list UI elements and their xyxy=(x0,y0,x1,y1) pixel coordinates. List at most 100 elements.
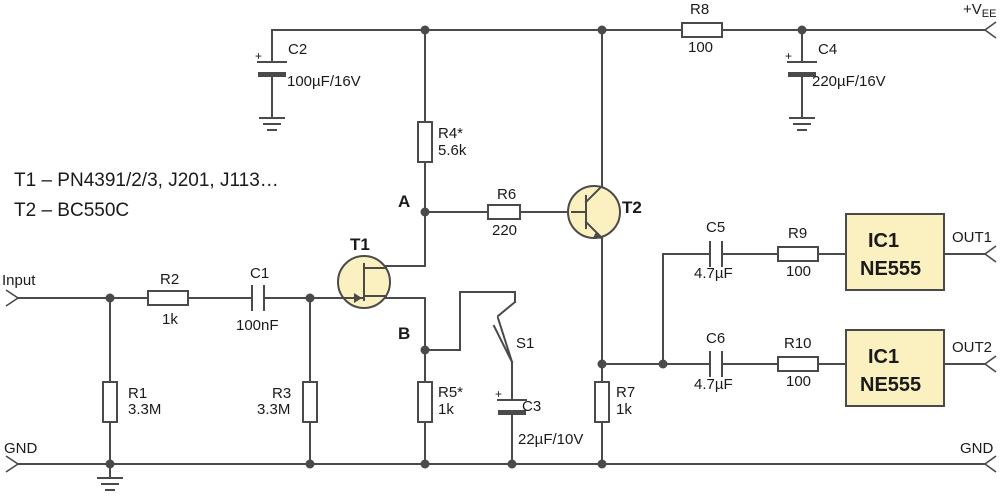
r7-ref: R7 xyxy=(616,384,635,401)
c5-ref: C5 xyxy=(706,219,725,236)
node-a-label: A xyxy=(398,192,410,211)
r10-ref: R10 xyxy=(784,335,812,352)
c2-ref: C2 xyxy=(288,41,307,58)
wires xyxy=(17,29,986,479)
ic1b-part: NE555 xyxy=(860,374,921,396)
drain-column xyxy=(385,29,426,267)
r9-value: 100 xyxy=(786,263,811,280)
transistor-t2 xyxy=(567,184,621,240)
r1-value: 3.3M xyxy=(128,401,161,418)
r8-value: 100 xyxy=(688,39,713,56)
c4-ref: C4 xyxy=(818,41,837,58)
c1-ref: C1 xyxy=(250,265,269,282)
resistor-r1 xyxy=(102,381,118,423)
transistor-t1 xyxy=(337,255,391,309)
resistor-r2 xyxy=(147,290,189,306)
resistor-r3 xyxy=(302,381,318,423)
r10-value: 100 xyxy=(786,373,811,390)
notes: T1 – PN4391/2/3, J201, J113… T2 – BC550C xyxy=(14,170,279,221)
ground-icon-r1 xyxy=(97,477,123,491)
s1-label: S1 xyxy=(516,335,534,352)
b-to-switch xyxy=(424,291,516,351)
ic1b-ref: IC1 xyxy=(868,346,899,368)
node-b-label: B xyxy=(398,324,410,343)
resistor-r9 xyxy=(777,246,819,262)
r2-ref: R2 xyxy=(160,271,179,288)
resistor-r4 xyxy=(417,121,433,163)
c4-plus: + xyxy=(785,49,792,63)
polarity-marks: + + + xyxy=(255,49,792,401)
gnd-right-terminal xyxy=(983,455,997,473)
capacitors xyxy=(251,61,817,415)
out2-label: OUT2 xyxy=(952,339,992,356)
r2-value: 1k xyxy=(162,311,178,328)
t1-gate-arrow xyxy=(354,293,362,303)
r4-ref: R4* xyxy=(438,125,463,142)
resistor-r7 xyxy=(594,381,610,423)
ic1a-block xyxy=(845,213,945,291)
vee-label-main: +V xyxy=(963,1,982,18)
resistors xyxy=(102,22,819,423)
resistor-r8 xyxy=(681,22,723,38)
resistor-r6 xyxy=(487,204,521,220)
component-labels: R2 1k C1 100nF R1 3.3M R3 3.3M C2 100µF/… xyxy=(128,1,886,448)
r3-ref: R3 xyxy=(272,385,291,402)
c6-value: 4.7µF xyxy=(694,376,733,393)
terminals xyxy=(5,21,997,473)
r5-value: 1k xyxy=(438,401,454,418)
ground-icon-c2 xyxy=(259,117,285,131)
out2-terminal xyxy=(983,355,997,373)
t1-drain-lead xyxy=(363,265,387,269)
r5-ref: R5* xyxy=(438,384,463,401)
input-label: Input xyxy=(2,272,36,289)
vee-terminal xyxy=(983,21,997,39)
r1-ref: R1 xyxy=(128,385,147,402)
ic1a-part: NE555 xyxy=(860,258,921,280)
note-t2: T2 – BC550C xyxy=(14,200,129,221)
gnd-right-label: GND xyxy=(960,440,994,457)
capacitor-c4 xyxy=(787,61,817,77)
capacitor-c1 xyxy=(251,285,265,311)
c4-value: 220µF/16V xyxy=(812,73,886,90)
t2-collector-lead xyxy=(584,184,604,204)
c5-value: 4.7µF xyxy=(694,265,733,282)
vee-label: +VEE xyxy=(963,1,996,20)
r7-value: 1k xyxy=(616,401,632,418)
out1-path xyxy=(662,253,847,365)
ic-blocks: IC1 NE555 IC1 NE555 xyxy=(845,213,945,407)
out1-label: OUT1 xyxy=(952,229,992,246)
t2-emitter-arrow xyxy=(593,232,603,239)
c3-value: 22µF/10V xyxy=(518,431,583,448)
resistor-r5 xyxy=(417,381,433,423)
r4-value: 5.6k xyxy=(438,142,467,159)
capacitor-c2 xyxy=(257,61,287,77)
ic1b-block xyxy=(845,329,945,407)
r3-value: 3.3M xyxy=(257,401,290,418)
t1-label: T1 xyxy=(350,235,370,254)
vee-label-sub: EE xyxy=(982,8,997,20)
capacitor-c5 xyxy=(709,241,723,267)
gnd-left-terminal xyxy=(5,455,20,473)
t2-label: T2 xyxy=(622,198,642,217)
t1-source-lead xyxy=(363,295,387,299)
c2-plus: + xyxy=(255,49,262,63)
gnd-left-label: GND xyxy=(4,440,38,457)
r6-value: 220 xyxy=(492,222,517,239)
switch-s1 xyxy=(492,300,517,364)
resistor-r10 xyxy=(777,356,819,372)
ground-icon-c4 xyxy=(789,117,815,131)
c1-value: 100nF xyxy=(236,317,279,334)
input-terminal xyxy=(5,289,20,307)
junctions xyxy=(105,25,807,469)
capacitor-c6 xyxy=(709,351,723,377)
out1-terminal xyxy=(983,245,997,263)
ground-symbols xyxy=(97,117,815,491)
ic1a-ref: IC1 xyxy=(868,230,899,252)
net-labels: Input GND GND +VEE OUT1 OUT2 A B T1 T2 S… xyxy=(2,1,996,457)
note-t1: T1 – PN4391/2/3, J201, J113… xyxy=(14,170,279,191)
c2-value: 100µF/16V xyxy=(287,73,361,90)
r6-ref: R6 xyxy=(497,186,516,203)
c3-ref: C3 xyxy=(522,398,541,415)
capacitor-c3 xyxy=(497,399,527,415)
